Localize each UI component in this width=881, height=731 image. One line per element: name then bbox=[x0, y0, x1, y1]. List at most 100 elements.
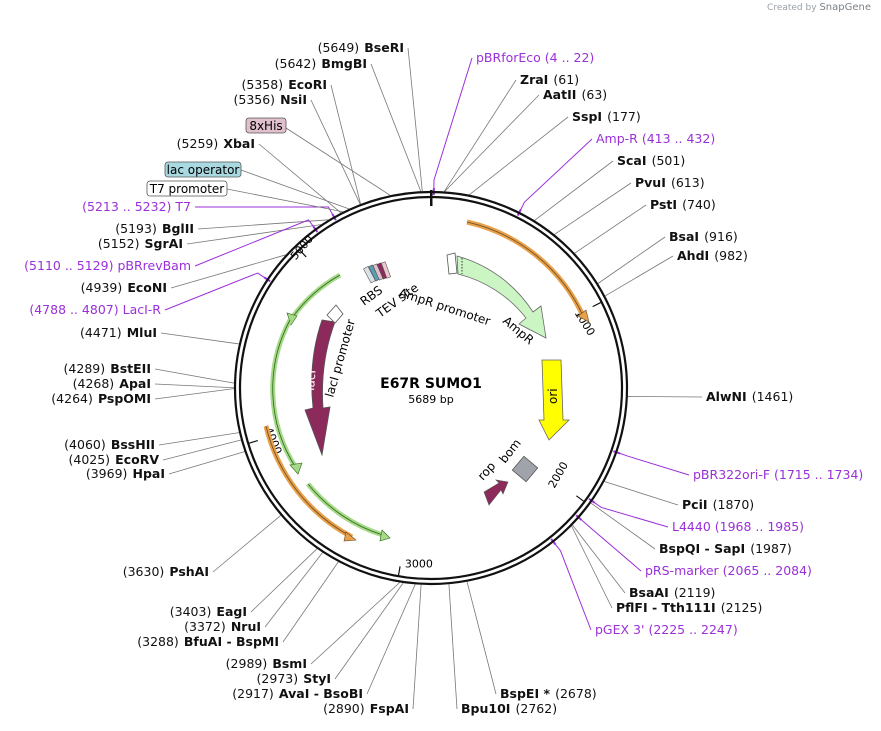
leader-line bbox=[197, 219, 329, 230]
site-labels: (5649) BseRI(5642) BmgBI (5358) EcoRI(535… bbox=[24, 37, 863, 717]
t7-promoter-box bbox=[146, 180, 228, 197]
primer-label[interactable]: Amp-R (413 .. 432) bbox=[596, 131, 715, 146]
site-label[interactable]: (2890) FspAI bbox=[323, 698, 409, 717]
site-position: (613) bbox=[671, 175, 705, 190]
site-enzyme: FspAI bbox=[370, 701, 409, 716]
primer-label[interactable]: (4788 .. 4807) LacI-R bbox=[29, 302, 161, 317]
site-label[interactable]: (3403) EagI bbox=[170, 601, 247, 620]
site-label[interactable]: (4025) EcoRV bbox=[68, 449, 159, 468]
site-label[interactable]: (3969) HpaI bbox=[86, 463, 165, 482]
leader-line bbox=[264, 552, 323, 628]
site-label[interactable]: Bpu10I (2762) bbox=[461, 698, 557, 717]
site-enzyme: PshAI bbox=[169, 564, 209, 579]
site-enzyme: SgrAI bbox=[145, 236, 183, 251]
site-enzyme: BssHII bbox=[111, 437, 155, 452]
site-label[interactable]: PvuI (613) bbox=[635, 172, 705, 191]
site-label[interactable]: BsaI (916) bbox=[669, 226, 738, 245]
site-label[interactable]: (4471) MluI bbox=[80, 322, 157, 341]
site-label[interactable]: (5356) NsiI bbox=[233, 89, 307, 108]
site-label[interactable]: (5642) BmgBI bbox=[275, 53, 367, 72]
site-label[interactable]: BsaAI (2119) bbox=[629, 582, 715, 601]
leader-line bbox=[554, 182, 632, 235]
site-enzyme: BspQI - SapI bbox=[659, 541, 745, 556]
tick-label: 3000 bbox=[405, 557, 433, 570]
site-label[interactable]: AatII (63) bbox=[543, 84, 607, 103]
site-label[interactable]: (5358) EcoRI bbox=[242, 74, 327, 93]
site-label[interactable]: (4939) EcoNI bbox=[81, 277, 167, 296]
primer-label[interactable]: pBR322ori-F (1715 .. 1734) bbox=[693, 467, 863, 482]
site-label[interactable]: (3630) PshAI bbox=[123, 561, 209, 580]
site-enzyme: BseRI bbox=[364, 40, 404, 55]
primer-label[interactable]: pBRforEco (4 .. 22) bbox=[476, 50, 594, 65]
rop-feature bbox=[483, 479, 509, 506]
site-label[interactable]: PciI (1870) bbox=[682, 494, 754, 513]
label-rop: rop bbox=[475, 459, 499, 483]
site-label[interactable]: (2989) BsmI bbox=[226, 653, 307, 672]
site-position: (3630) bbox=[123, 564, 165, 579]
site-enzyme: MluI bbox=[127, 325, 157, 340]
site-label[interactable]: (5649) BseRI bbox=[318, 37, 404, 56]
site-label[interactable]: (4268) ApaI bbox=[73, 373, 151, 392]
site-enzyme: SspI bbox=[572, 109, 602, 124]
primer-leader bbox=[164, 272, 267, 311]
primer-name: pBR322ori-F bbox=[693, 467, 770, 482]
leader-line bbox=[282, 561, 339, 643]
site-label[interactable]: BspEI * (2678) bbox=[500, 683, 597, 702]
site-label[interactable]: SspI (177) bbox=[572, 106, 641, 125]
label-ori: ori bbox=[546, 388, 560, 404]
site-label[interactable]: (4289) BstEII bbox=[64, 358, 151, 377]
site-label[interactable]: (3372) NruI bbox=[184, 616, 261, 635]
site-label[interactable]: AhdI (982) bbox=[677, 245, 748, 264]
site-label[interactable]: PstI (740) bbox=[650, 194, 716, 213]
site-position: (1870) bbox=[713, 497, 755, 512]
site-label[interactable]: (5152) SgrAI bbox=[98, 233, 183, 252]
green-arrow-bottom bbox=[306, 482, 387, 539]
credit-prefix: Created by bbox=[767, 3, 817, 13]
site-position: (5642) bbox=[275, 56, 317, 71]
primer-label[interactable]: (5213 .. 5232) T7 bbox=[82, 199, 191, 214]
site-label[interactable]: (4264) PspOMI bbox=[51, 388, 151, 407]
leader-line bbox=[154, 388, 235, 400]
site-position: (1987) bbox=[750, 541, 792, 556]
site-label[interactable]: (5193) BglII bbox=[115, 218, 194, 237]
primer-range: (4 .. 22) bbox=[545, 50, 595, 65]
primer-label[interactable]: L4440 (1968 .. 1985) bbox=[672, 519, 804, 534]
site-label[interactable]: PflFI - Tth111I (2125) bbox=[616, 597, 762, 616]
site-position: (4939) bbox=[81, 280, 123, 295]
primer-name: pBRforEco bbox=[476, 50, 541, 65]
primer-name: Amp-R bbox=[596, 131, 638, 146]
site-label[interactable]: BspQI - SapI (1987) bbox=[659, 538, 792, 557]
primer-leader bbox=[194, 206, 334, 217]
site-label[interactable]: (5259) XbaI bbox=[177, 133, 255, 152]
primer-label[interactable]: (5110 .. 5129) pBRrevBam bbox=[24, 258, 191, 273]
site-position: (3403) bbox=[170, 604, 212, 619]
site-enzyme: AvaI - BsoBI bbox=[279, 686, 363, 701]
site-position: (916) bbox=[704, 229, 738, 244]
ampr-promoter-feature bbox=[446, 252, 458, 275]
site-label[interactable]: ZraI (61) bbox=[520, 69, 579, 88]
site-position: (2119) bbox=[674, 585, 716, 600]
site-enzyme: BsmI bbox=[272, 656, 307, 671]
site-label[interactable]: ScaI (501) bbox=[617, 150, 685, 169]
site-position: (5358) bbox=[242, 77, 284, 92]
leader-line bbox=[448, 584, 458, 710]
site-position: (2890) bbox=[323, 701, 365, 716]
tick-mark bbox=[299, 249, 307, 258]
site-label[interactable]: AlwNI (1461) bbox=[706, 386, 793, 405]
site-label[interactable]: (2917) AvaI - BsoBI bbox=[232, 683, 363, 702]
site-position: (2762) bbox=[516, 701, 558, 716]
site-enzyme: NsiI bbox=[280, 92, 307, 107]
primer-label[interactable]: pGEX 3' (2225 .. 2247) bbox=[595, 622, 738, 637]
tick-mark bbox=[397, 566, 401, 576]
primer-range: (413 .. 432) bbox=[642, 131, 715, 146]
site-position: (4264) bbox=[51, 391, 93, 406]
site-enzyme: BfuAI - BspMI bbox=[184, 634, 279, 649]
site-enzyme: BmgBI bbox=[321, 56, 367, 71]
site-label[interactable]: (4060) BssHII bbox=[64, 434, 155, 453]
primer-range: (2065 .. 2084) bbox=[723, 563, 812, 578]
site-label[interactable]: (3288) BfuAI - BspMI bbox=[137, 631, 279, 650]
tick-label: 2000 bbox=[546, 460, 571, 491]
leader-line bbox=[407, 47, 423, 192]
site-label[interactable]: (2973) StyI bbox=[257, 668, 331, 687]
primer-label[interactable]: pRS-marker (2065 .. 2084) bbox=[645, 563, 812, 578]
